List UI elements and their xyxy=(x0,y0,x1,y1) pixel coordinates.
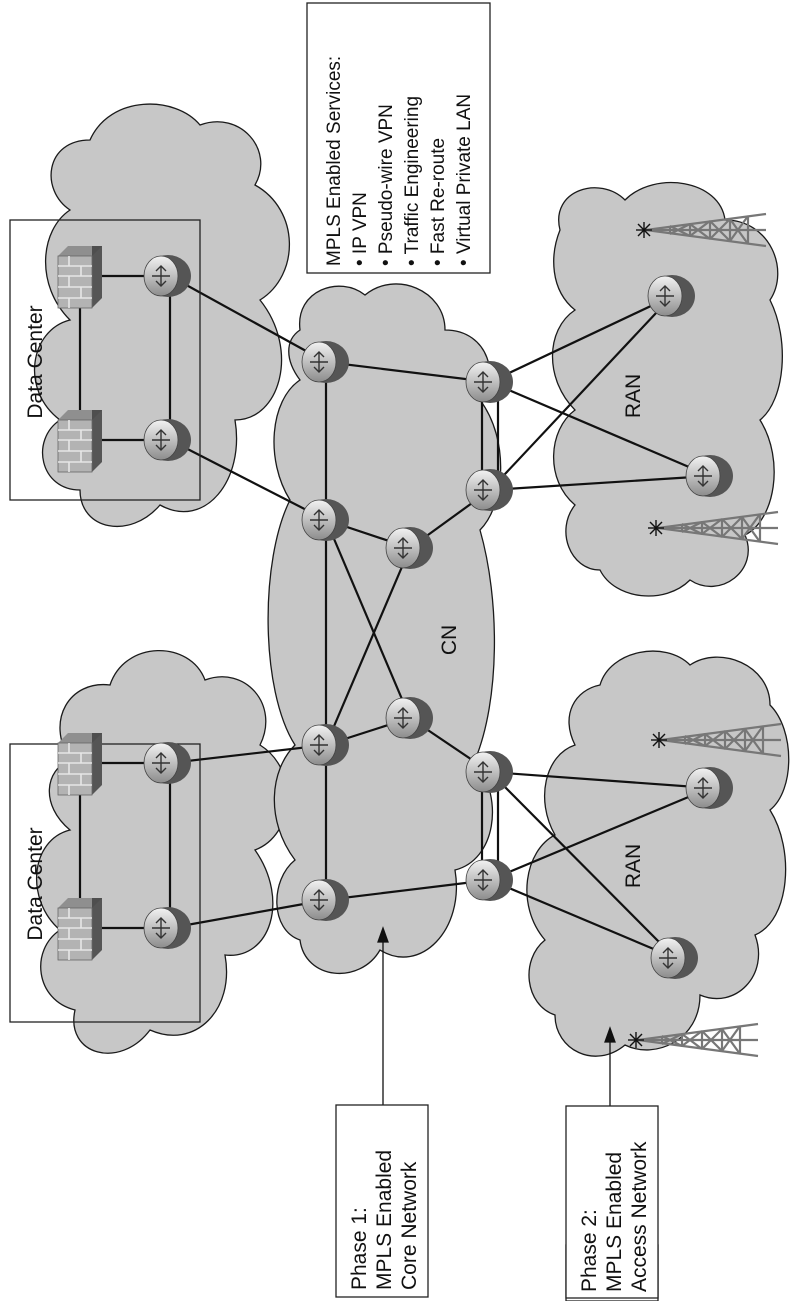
ran-label-top: RAN xyxy=(622,374,645,418)
router-icon xyxy=(650,936,699,980)
service-item: • Pseudo-wire VPN xyxy=(376,104,397,266)
data-center-box-bottom xyxy=(9,743,201,1023)
service-item: • Traffic Engineering xyxy=(402,96,423,266)
ran-cloud-bottom xyxy=(526,650,790,1057)
core-network-cloud xyxy=(267,283,502,974)
router-icon xyxy=(143,906,192,950)
router-icon xyxy=(685,766,734,810)
phase2-line: Phase 2: xyxy=(578,1209,601,1292)
data-center-label-top: Data Center xyxy=(24,305,47,418)
firewall-icon xyxy=(57,245,103,309)
core-network-label: CN xyxy=(438,625,461,655)
firewall-icon xyxy=(57,732,103,796)
service-item: • Virtual Private LAN xyxy=(454,94,475,266)
router-icon xyxy=(301,340,350,384)
router-icon xyxy=(465,750,514,794)
service-item: • Fast Re-route xyxy=(428,138,449,266)
phase1-line: Core Network xyxy=(398,1161,421,1290)
router-icon xyxy=(143,418,192,462)
services-box xyxy=(306,2,491,274)
router-icon xyxy=(143,254,192,298)
router-icon xyxy=(465,858,514,902)
data-center-cloud-bottom xyxy=(35,650,289,1054)
data-center-box-top xyxy=(9,219,201,501)
phase2-line: Access Network xyxy=(628,1141,651,1292)
router-icon xyxy=(647,274,696,318)
services-list: MPLS Enabled Services: • IP VPN • Pseudo… xyxy=(324,56,475,266)
phase1-label: Phase 1: MPLS Enabled Core Network xyxy=(348,1150,421,1290)
router-icon xyxy=(385,696,434,740)
router-icon xyxy=(301,498,350,542)
phase2-text: Phase 2: MPLS Enabled Access Network xyxy=(578,1141,651,1292)
phase1-box xyxy=(335,1104,429,1298)
router-icon xyxy=(143,741,192,785)
ran-cloud-top xyxy=(551,181,783,597)
firewall-icon xyxy=(57,409,103,473)
phase2-box-full xyxy=(565,1105,659,1299)
router-icon xyxy=(465,360,514,404)
router-icon xyxy=(301,878,350,922)
firewall-icon xyxy=(57,897,103,961)
router-icon xyxy=(301,723,350,767)
phase2-line: MPLS Enabled xyxy=(603,1152,626,1292)
router-icon xyxy=(385,526,434,570)
router-icon xyxy=(685,454,734,498)
service-item: • IP VPN xyxy=(350,192,371,266)
ran-label-bottom: RAN xyxy=(622,844,645,888)
phase1-line: MPLS Enabled xyxy=(373,1150,396,1290)
services-title: MPLS Enabled Services: xyxy=(324,56,345,266)
phase1-line: Phase 1: xyxy=(348,1207,371,1290)
data-center-label-bottom: Data Center xyxy=(24,827,47,940)
router-icon xyxy=(465,468,514,512)
